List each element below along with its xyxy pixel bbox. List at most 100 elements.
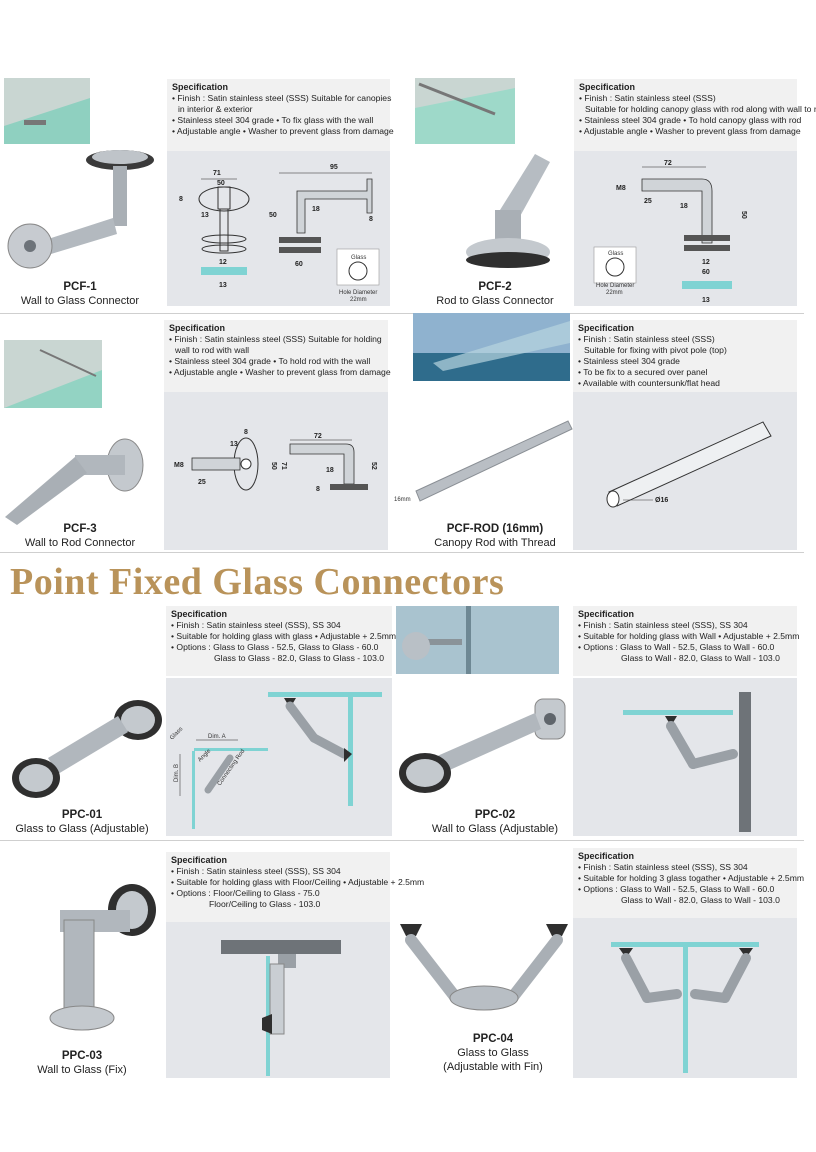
dim-label: 13 <box>702 297 710 304</box>
spec-line: Glass to Wall - 82.0, Glass to Wall - 10… <box>621 653 780 663</box>
ppc03-spec-box: Specification • Finish : Satin stainless… <box>166 852 425 922</box>
dim-label: Glass <box>169 726 184 741</box>
spec-line: • Finish : Satin stainless steel (SSS) S… <box>169 334 382 344</box>
pcf3-technical-drawing: 8 13 M8 25 50 71 72 18 52 8 <box>164 392 388 550</box>
spec-line: Glass to Wall - 82.0, Glass to Wall - 10… <box>621 895 780 905</box>
spec-line: wall to rod with wall <box>175 345 250 355</box>
dim-label: 16mm <box>394 497 411 503</box>
dim-label: M8 <box>174 462 184 469</box>
dim-label: 25 <box>198 479 206 486</box>
dim-label: 18 <box>312 206 320 213</box>
spec-line: • Adjustable angle • Washer to prevent g… <box>172 126 394 136</box>
spec-line: • Suitable for holding glass with Wall •… <box>578 631 800 641</box>
dim-label: 8 <box>179 196 183 203</box>
dim-label: Dim. A <box>208 734 226 740</box>
canopy-photo-illustration <box>413 313 570 381</box>
ppc02-install-photo <box>396 606 559 674</box>
pcf2-spec-box: Specification • Finish : Satin stainless… <box>574 79 816 151</box>
ppc02-technical-drawing <box>573 678 797 836</box>
product-code: PCF-ROD (16mm) <box>446 523 544 535</box>
spec-line: • Finish : Satin stainless steel (SSS), … <box>578 862 748 872</box>
spec-line: • Stainless steel 304 grade <box>578 356 680 366</box>
spec-line: • Options : Glass to Glass - 52.5, Glass… <box>171 642 379 652</box>
spec-heading: Specification <box>171 609 228 619</box>
product-name: Wall to Rod Connector <box>24 537 136 549</box>
ppc03-technical-drawing <box>166 922 390 1078</box>
spec-line: • Stainless steel 304 grade • To fix gla… <box>172 115 374 125</box>
wall-glass-photo-illustration <box>402 606 471 674</box>
dim-label: 13 <box>201 212 209 219</box>
ppc01-label: PPC-01 Glass to Glass (Adjustable) <box>2 808 162 836</box>
dim-label: 12 <box>702 259 710 266</box>
glass-label: Glass <box>351 255 366 261</box>
spec-line: • Options : Floor/Ceiling to Glass - 75.… <box>171 888 320 898</box>
dim-label: M8 <box>616 185 626 192</box>
pcfrod-spec-box: Specification • Finish : Satin stainless… <box>573 320 797 392</box>
pcf2-install-photo <box>415 78 515 144</box>
pcf2-product-image <box>466 154 550 268</box>
dim-label: 13 <box>219 282 227 289</box>
dim-label: 50 <box>270 462 277 470</box>
pcf3-install-photo <box>4 340 102 408</box>
ppc03-label: PPC-03 Wall to Glass (Fix) <box>2 1049 162 1077</box>
spec-line: • Options : Glass to Wall - 52.5, Glass … <box>578 884 775 894</box>
spec-line: • Finish : Satin stainless steel (SSS) <box>578 334 715 344</box>
spec-line: • Finish : Satin stainless steel (SSS), … <box>171 866 341 876</box>
spec-heading: Specification <box>171 855 228 865</box>
pcf1-technical-drawing: 71 50 8 13 12 13 95 50 18 8 60 Glass Hol… <box>167 151 390 306</box>
spec-line: • Stainless steel 304 grade • To hold ro… <box>169 356 371 366</box>
product-code: PCF-3 <box>63 523 97 535</box>
spec-heading: Specification <box>578 851 635 861</box>
dim-label: 72 <box>664 160 672 167</box>
ppc01-product-image <box>12 700 162 798</box>
dim-label: 60 <box>295 261 303 268</box>
pcfrod-install-photo <box>413 313 570 381</box>
pcf3-spec-box: Specification • Finish : Satin stainless… <box>164 320 391 392</box>
dim-label: 50 <box>269 212 277 219</box>
dim-label: 18 <box>680 203 688 210</box>
pcf1-install-photo <box>4 78 90 144</box>
product-code: PPC-02 <box>474 809 516 821</box>
pcfrod-technical-drawing: Ø16 <box>573 392 797 550</box>
spec-line: • Stainless steel 304 grade • To hold ca… <box>579 115 802 125</box>
spec-line: Floor/Ceiling to Glass - 103.0 <box>209 899 321 909</box>
dim-label: 50 <box>740 211 747 219</box>
dim-label: 71 <box>280 462 287 470</box>
spec-line: • Finish : Satin stainless steel (SSS), … <box>578 620 748 630</box>
spec-line: • Adjustable angle • Washer to prevent g… <box>579 126 801 136</box>
page-title: Point Fixed Glass Connectors <box>10 561 505 603</box>
ppc04-technical-drawing <box>573 918 797 1078</box>
row-divider <box>0 840 804 841</box>
dim-label: 12 <box>219 259 227 266</box>
product-code: PPC-01 <box>61 809 103 821</box>
ppc04-label: PPC-04 Glass to Glass (Adjustable with F… <box>408 1032 578 1074</box>
pcf1-product-image <box>7 150 154 269</box>
ppc03-product-image <box>49 884 156 1031</box>
spec-line: • To be fix to a secured over panel <box>578 367 708 377</box>
pcf1-label: PCF-1 Wall to Glass Connector <box>2 280 158 308</box>
product-code: PPC-04 <box>472 1033 514 1045</box>
dim-label: 18 <box>326 467 334 474</box>
dim-label: 52 <box>370 462 377 470</box>
product-name: Glass to Glass (Adjustable) <box>15 823 149 835</box>
dim-label: 50 <box>217 180 225 187</box>
product-name: Canopy Rod with Thread <box>434 537 556 549</box>
ppc02-label: PPC-02 Wall to Glass (Adjustable) <box>410 808 580 836</box>
product-code: PCF-2 <box>478 281 512 293</box>
dim-label: Ø16 <box>655 497 668 504</box>
spec-line: • Finish : Satin stainless steel (SSS), … <box>171 620 341 630</box>
spec-line: • Options : Glass to Wall - 52.5, Glass … <box>578 642 775 652</box>
spec-line: • Finish : Satin stainless steel (SSS) S… <box>172 93 392 103</box>
hole-label: Hole Diameter <box>339 290 377 296</box>
wall-rod-illustration <box>4 349 102 408</box>
product-code: PCF-1 <box>63 281 97 293</box>
hole-value: 22mm <box>350 297 367 303</box>
spec-heading: Specification <box>579 82 636 92</box>
product-name: Wall to Glass (Adjustable) <box>431 823 559 835</box>
rod-canopy-illustration <box>415 82 515 144</box>
hole-value: 22mm <box>606 290 623 296</box>
product-name: Wall to Glass (Fix) <box>37 1064 127 1076</box>
dim-label: 25 <box>644 198 652 205</box>
spec-line: • Suitable for holding glass with Floor/… <box>171 877 425 887</box>
product-name: Glass to Glass <box>457 1047 529 1059</box>
